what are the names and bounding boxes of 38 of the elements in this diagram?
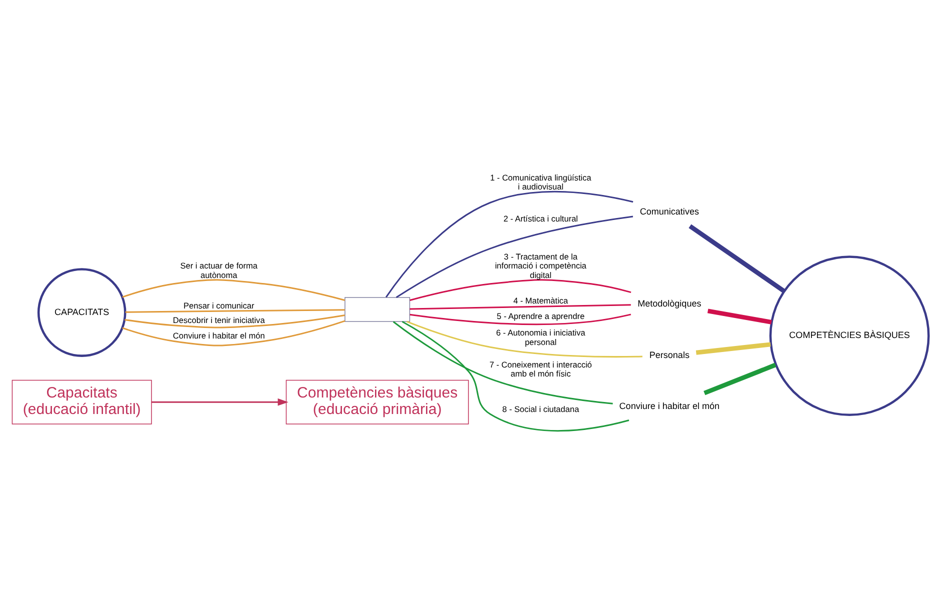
connector bbox=[410, 313, 632, 325]
edge-label: 3 - Tractament de la informació i competència digital bbox=[494, 252, 586, 280]
edge-label: Ser i actuar de forma autònoma bbox=[180, 261, 258, 280]
connector bbox=[125, 308, 345, 312]
node-text: Comunicatives bbox=[640, 206, 699, 216]
connector bbox=[704, 362, 776, 395]
connector bbox=[396, 215, 634, 298]
edge-label: 7 - Coneixement i interacció amb el món físic bbox=[489, 360, 592, 378]
edge-label: Descobrir i tenir iniciativa bbox=[172, 315, 265, 324]
connector bbox=[385, 190, 634, 298]
connector bbox=[402, 320, 630, 432]
node-circle: CAPACITATS bbox=[37, 268, 126, 356]
node-text: Metodològiques bbox=[638, 298, 702, 308]
edge-label: 4 - Matemàtica bbox=[513, 296, 568, 305]
connector bbox=[124, 314, 345, 328]
connector bbox=[392, 320, 613, 404]
connector bbox=[406, 320, 642, 358]
node-text: Personals bbox=[649, 349, 690, 360]
connector bbox=[122, 320, 346, 346]
node-text: Conviure i habitar el món bbox=[619, 400, 720, 410]
node-box: Competències bàsiques (educació primària) bbox=[286, 379, 469, 424]
connector bbox=[707, 308, 772, 324]
connector bbox=[410, 304, 631, 310]
edge-label: Conviure i habitar el món bbox=[172, 331, 265, 340]
edge-label: Pensar i comunicar bbox=[183, 301, 254, 310]
node-box: Capacitats (educació infantil) bbox=[12, 379, 152, 424]
connector bbox=[410, 278, 632, 300]
edge-label: 2 - Artística i cultural bbox=[503, 214, 578, 223]
node-circle: COMPETÈNCIES BÀSIQUES bbox=[769, 255, 930, 416]
connector bbox=[122, 278, 345, 300]
edge-label: 1 - Comunicativa lingüística i audiovisual bbox=[490, 173, 592, 192]
connector bbox=[696, 342, 771, 354]
edge-label: 5 - Aprendre a aprendre bbox=[496, 312, 585, 321]
edge-label: 6 - Autonomia i iniciativa personal bbox=[496, 328, 586, 346]
node-box bbox=[344, 296, 410, 322]
arrow bbox=[152, 398, 288, 406]
connector bbox=[688, 224, 786, 292]
edge-label: 8 - Social i ciutadana bbox=[502, 404, 580, 414]
